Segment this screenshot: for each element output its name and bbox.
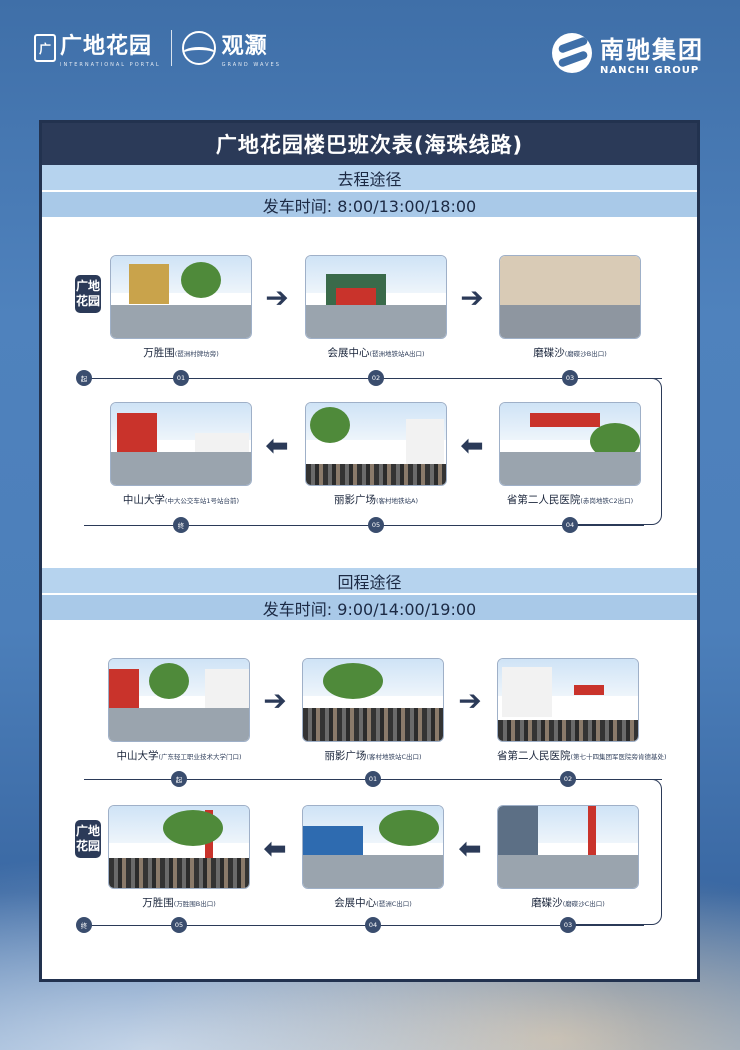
schedule-card: 广地花园楼巴班次表(海珠线路) 去程途径 发车时间: 8:00/13:00/18… xyxy=(39,120,700,982)
stop-photo xyxy=(302,658,444,742)
outbound-stop-5: 丽影广场(客村地铁站A) xyxy=(305,402,447,507)
arrow-left-icon: ⬅ xyxy=(265,429,289,462)
stop-photo xyxy=(108,805,250,889)
inbound-stop-4: 磨碟沙(磨碟沙C出口) xyxy=(497,805,639,910)
stop-photo xyxy=(305,402,447,486)
arrow-left-icon: ⬅ xyxy=(460,429,484,462)
stop-photo xyxy=(305,255,447,339)
stop-label: 磨碟沙(磨碟沙C出口) xyxy=(531,897,605,909)
brand-guangdi-sub: INTERNATIONAL PORTAL xyxy=(60,62,161,68)
header-brand-right: 南驰集团 NANCHI GROUP xyxy=(552,30,704,76)
inbound-stop-2: 丽影广场(客村地铁站C出口) xyxy=(302,658,444,763)
route-line xyxy=(84,925,644,926)
stop-marker: 04 xyxy=(365,917,381,933)
stop-photo xyxy=(108,658,250,742)
inbound-time: 发车时间: 9:00/14:00/19:00 xyxy=(42,595,697,622)
outbound-stop-4: 省第二人民医院(赤岗地铁C2出口) xyxy=(499,402,641,507)
route-line xyxy=(84,525,644,526)
stop-marker: 03 xyxy=(560,917,576,933)
stop-label: 会展中心(琶洲地铁站A出口) xyxy=(327,347,425,359)
stop-marker: 01 xyxy=(173,370,189,386)
route-turn xyxy=(562,779,662,925)
inbound-heading: 回程途径 xyxy=(42,568,697,595)
stop-marker: 终 xyxy=(76,917,92,933)
stop-label: 万胜围(万胜围B出口) xyxy=(142,897,216,909)
stop-photo xyxy=(302,805,444,889)
inbound-stop-1: 中山大学(广东轻工职业技术大学门口) xyxy=(108,658,250,763)
brand-guanhao-name: 观灏 xyxy=(221,34,268,59)
inbound-stop-6: 万胜围(万胜围B出口) xyxy=(108,805,250,910)
outbound-time: 发车时间: 8:00/13:00/18:00 xyxy=(42,192,697,219)
brand-guangdi-name: 广地花园 xyxy=(60,34,153,59)
stop-photo xyxy=(499,402,641,486)
arrow-left-icon: ⬅ xyxy=(458,832,482,865)
stop-label: 中山大学(广东轻工职业技术大学门口) xyxy=(116,750,242,762)
stop-label: 省第二人民医院(第七十四集团军医院旁肯德基处) xyxy=(497,750,667,762)
stop-marker: 终 xyxy=(173,517,189,533)
stop-label: 丽影广场(客村地铁站A) xyxy=(333,494,419,506)
stop-marker: 02 xyxy=(560,771,576,787)
stop-label: 会展中心(琶洲C出口) xyxy=(334,897,412,909)
stop-marker: 05 xyxy=(171,917,187,933)
brand-nanchi-name: 南驰集团 xyxy=(600,36,704,64)
outbound-stop-2: 会展中心(琶洲地铁站A出口) xyxy=(305,255,447,360)
route-turn xyxy=(562,378,662,525)
stop-marker: 03 xyxy=(562,370,578,386)
stop-marker: 起 xyxy=(171,771,187,787)
stop-marker: 02 xyxy=(368,370,384,386)
arrow-right-icon: ➔ xyxy=(460,281,484,314)
stop-label: 丽影广场(客村地铁站C出口) xyxy=(324,750,422,762)
arrow-right-icon: ➔ xyxy=(265,281,289,314)
stop-label: 中山大学(中大公交车站1号站台前) xyxy=(122,494,240,506)
stop-label: 万胜围(琶洲村牌坊旁) xyxy=(143,347,219,359)
stop-photo xyxy=(110,255,252,339)
brand-nanchi-sub: NANCHI GROUP xyxy=(600,65,700,76)
stop-photo xyxy=(499,255,641,339)
outbound-stop-1: 万胜围(琶洲村牌坊旁) xyxy=(110,255,252,360)
card-title: 广地花园楼巴班次表(海珠线路) xyxy=(42,123,697,165)
outbound-stop-6: 中山大学(中大公交车站1号站台前) xyxy=(110,402,252,507)
stop-photo xyxy=(497,805,639,889)
inbound-dest-tag: 广地花园 xyxy=(75,820,101,858)
stop-label: 省第二人民医院(赤岗地铁C2出口) xyxy=(506,494,634,506)
arrow-right-icon: ➔ xyxy=(458,684,482,717)
stop-marker: 05 xyxy=(368,517,384,533)
stop-photo xyxy=(497,658,639,742)
header-brand-left: 广 广地花园 INTERNATIONAL PORTAL 观灏 GRAND WAV… xyxy=(34,28,281,68)
guangdi-logo-icon: 广 xyxy=(34,34,56,62)
stop-marker: 起 xyxy=(76,370,92,386)
inbound-route: 中山大学(广东轻工职业技术大学门口) ➔ 丽影广场(客村地铁站C出口) ➔ 省第… xyxy=(42,622,697,966)
brand-guanhao-sub: GRAND WAVES xyxy=(221,62,281,68)
stop-marker: 01 xyxy=(365,771,381,787)
nanchi-logo-icon xyxy=(552,33,592,73)
stop-marker: 04 xyxy=(562,517,578,533)
outbound-origin-tag: 广地花园 xyxy=(75,275,101,313)
outbound-route: 广地花园 万胜围(琶洲村牌坊旁) ➔ 会展中心(琶洲地铁站A出口) ➔ 磨碟沙(… xyxy=(42,219,697,568)
inbound-stop-5: 会展中心(琶洲C出口) xyxy=(302,805,444,910)
arrow-left-icon: ⬅ xyxy=(263,832,287,865)
inbound-stop-3: 省第二人民医院(第七十四集团军医院旁肯德基处) xyxy=(497,658,667,763)
arrow-right-icon: ➔ xyxy=(263,684,287,717)
outbound-stop-3: 磨碟沙(磨碟沙B出口) xyxy=(499,255,641,360)
outbound-heading: 去程途径 xyxy=(42,165,697,192)
stop-photo xyxy=(110,402,252,486)
stop-label: 磨碟沙(磨碟沙B出口) xyxy=(533,347,607,359)
brand-divider xyxy=(170,30,172,66)
grand-waves-logo-icon xyxy=(181,31,216,65)
